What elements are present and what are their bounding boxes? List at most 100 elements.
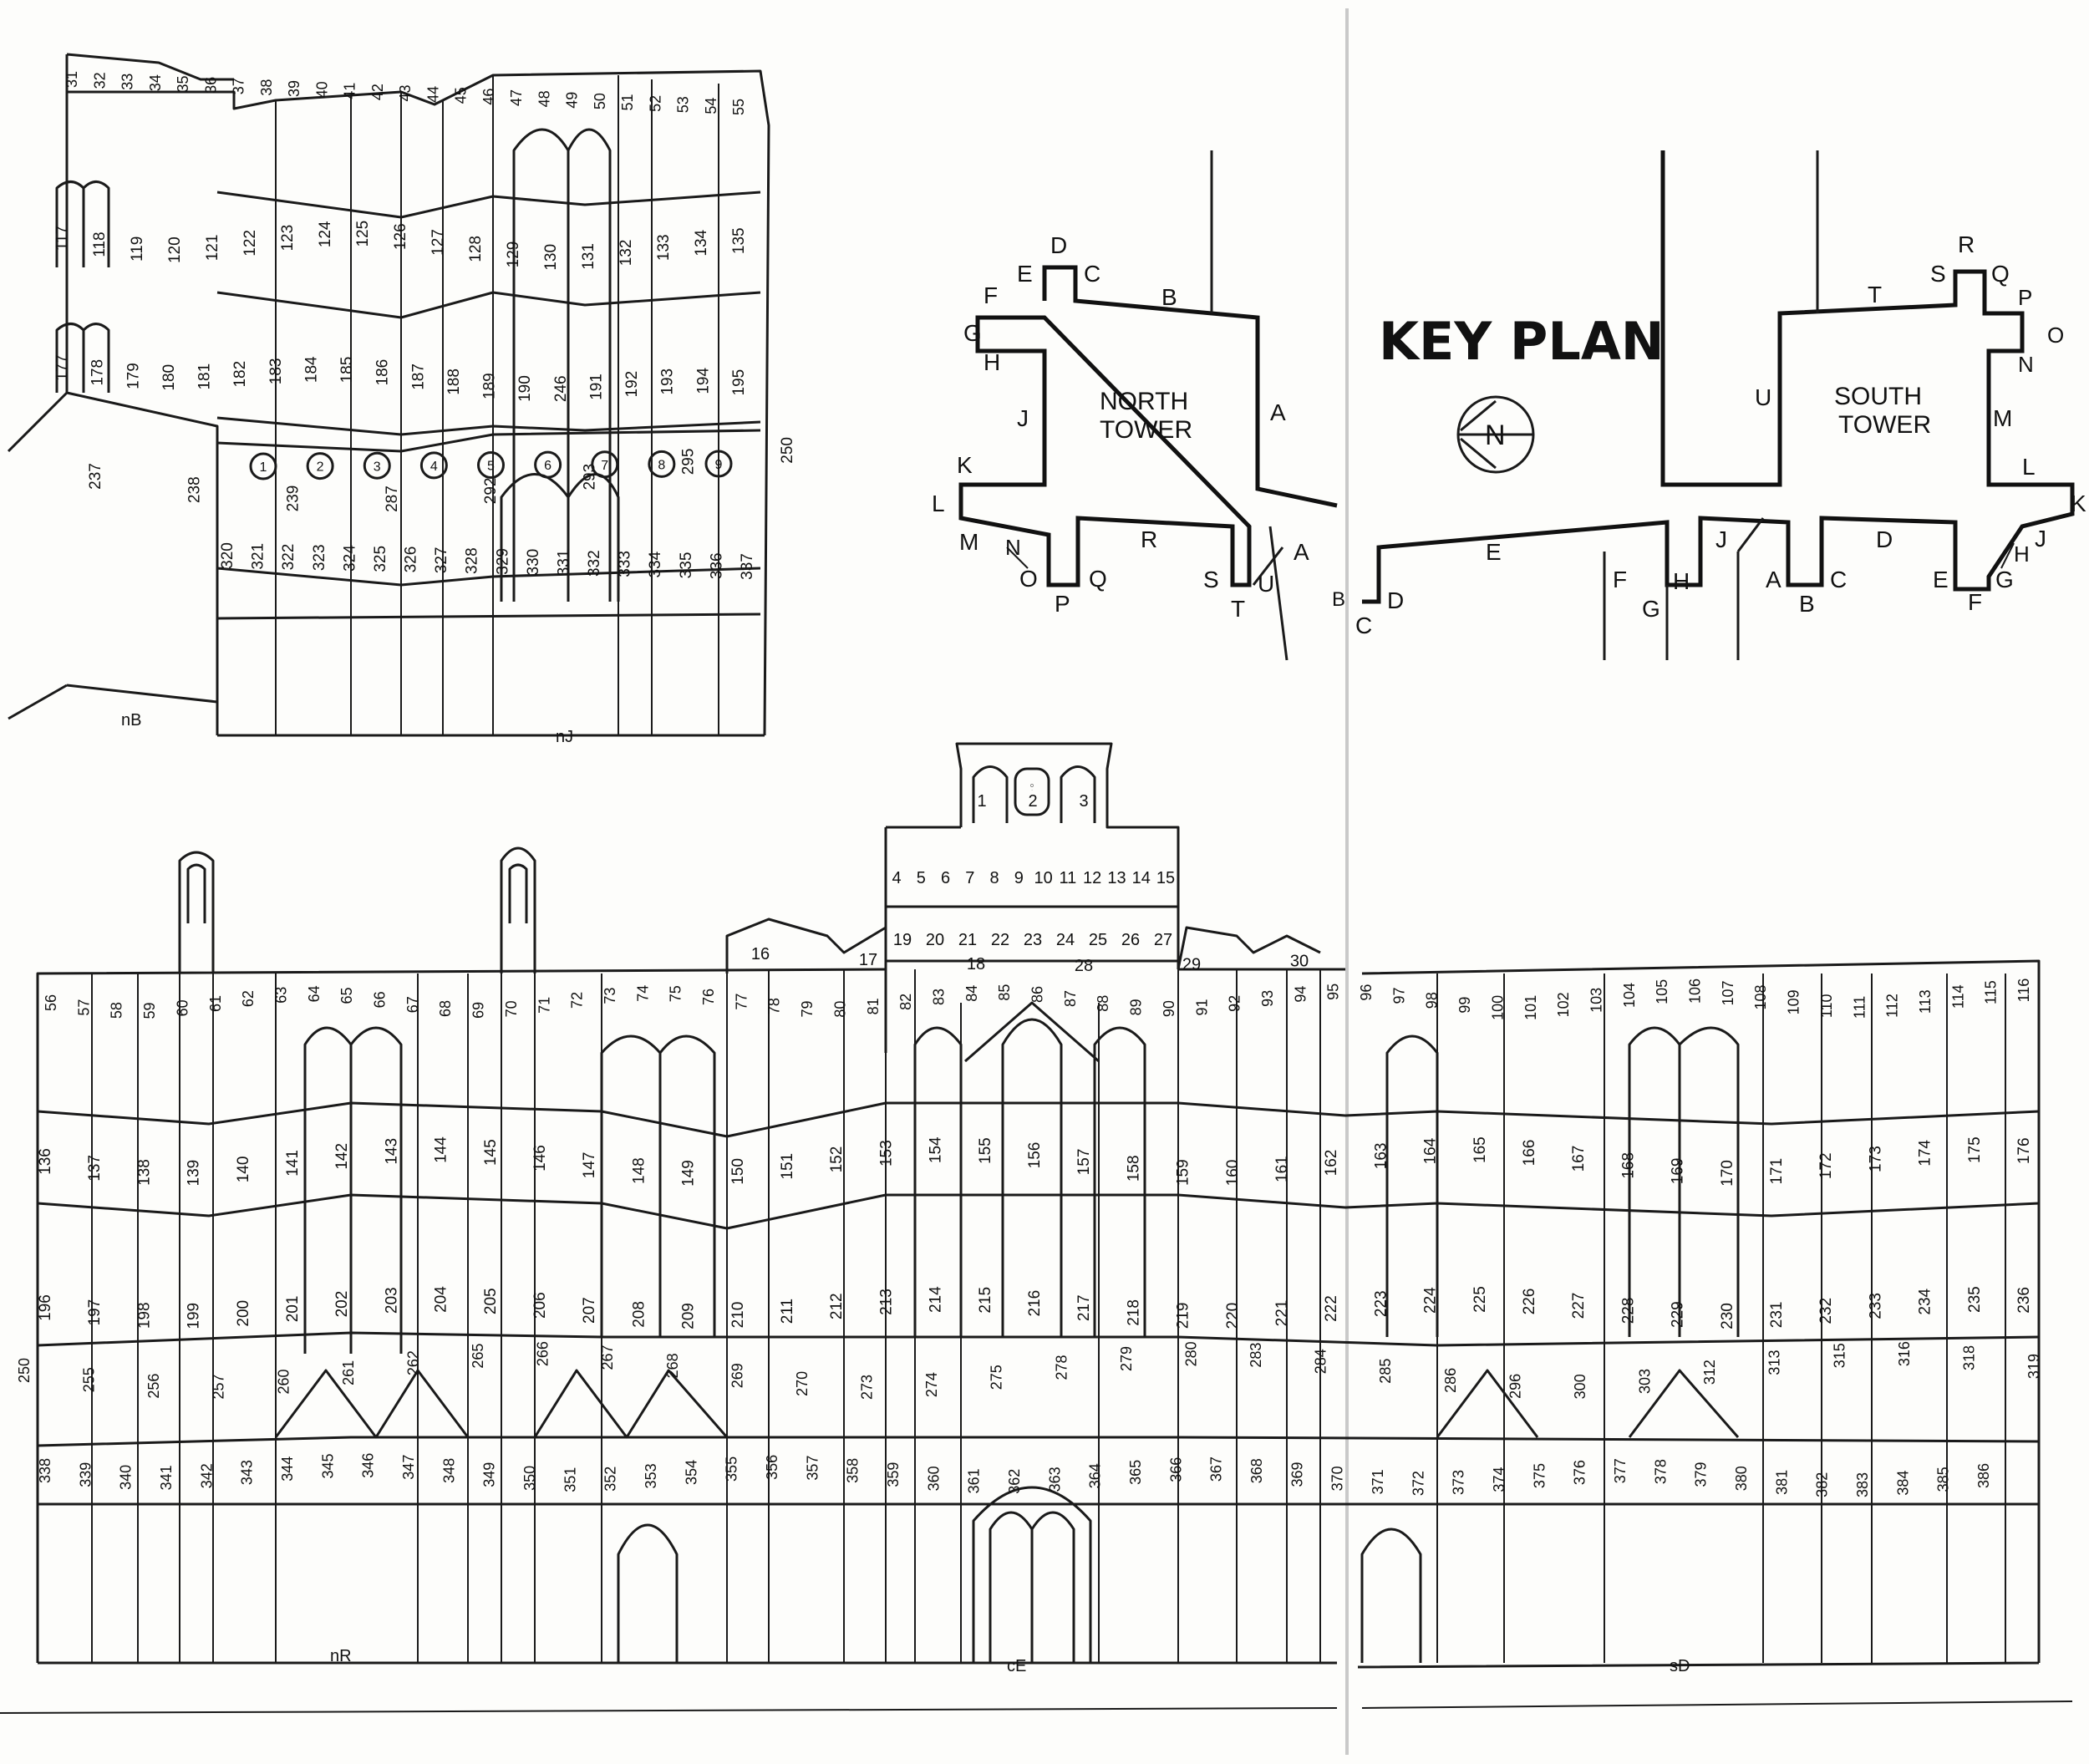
upper-roundel: [648, 450, 676, 478]
lower-row3-label: 220: [1224, 1303, 1242, 1329]
lower-row2-label: 140: [235, 1157, 252, 1183]
upper-row2-label: 125: [354, 221, 372, 247]
upper-row2-label: 134: [693, 229, 710, 256]
front-letter-b: B: [1332, 588, 1345, 611]
gable-mid-label: 28: [1075, 957, 1093, 975]
upper-row3-label: 195: [730, 369, 748, 396]
upper-quatrefoil-label: 237: [87, 463, 104, 490]
north-letter-f: F: [984, 282, 998, 308]
lower-top-label: 64: [306, 985, 323, 1002]
upper-row2-label: 120: [166, 236, 184, 263]
upper-row3-label: 184: [302, 356, 320, 383]
lower-bottom-label: 346: [360, 1453, 377, 1478]
lower-bottom-label: 378: [1652, 1459, 1669, 1484]
lower-row3-label: 211: [779, 1299, 796, 1324]
central-top-label: 9: [1014, 869, 1024, 887]
upper-roundel: [477, 451, 505, 479]
lower-top-label: 56: [43, 994, 59, 1011]
upper-quatrefoil-label: 292: [482, 478, 500, 505]
upper-row2-label: 133: [655, 234, 673, 261]
lower-top-label: 107: [1720, 980, 1736, 1005]
lower-top-label: 97: [1390, 987, 1407, 1004]
south-letter-d: D: [1876, 526, 1893, 552]
front-letters: A B C D E F G H J: [1294, 526, 1727, 638]
gable-hidden-label: 1: [1032, 790, 1033, 791]
upper-bottom-label: 332: [586, 550, 603, 577]
gable-left-tops: [725, 918, 887, 974]
central-top-label: 14: [1132, 869, 1151, 887]
upper-row2-label: 126: [392, 223, 409, 250]
page-bottom-edge-left: [0, 1707, 1338, 1714]
section-label-sd: sD: [1670, 1657, 1690, 1675]
lower-lancet-1: [303, 1026, 353, 1354]
upper-row3-label: 192: [623, 371, 641, 398]
upper-band-6: [216, 613, 761, 620]
lower-top-label: 87: [1062, 990, 1079, 1007]
lower-arcade-label: 318: [1960, 1345, 1977, 1370]
lower-top-label: 113: [1917, 989, 1934, 1014]
lower-row3-label: 229: [1670, 1301, 1687, 1328]
upper-top-label: 45: [453, 87, 470, 104]
lower-bottom-label: 355: [724, 1456, 740, 1482]
lower-top-label: 100: [1489, 995, 1506, 1020]
upper-row2-label: 127: [429, 229, 447, 256]
north-letter-j: J: [1017, 405, 1029, 431]
lower-row3-label: 223: [1372, 1290, 1390, 1317]
lower-arcade-label: 256: [145, 1374, 162, 1399]
lower-row2-label: 144: [433, 1136, 450, 1163]
south-h-diag: [2000, 542, 2015, 569]
gable-roundel: [1014, 767, 1050, 816]
lower-bottom-label: 384: [1894, 1471, 1911, 1496]
south-letter-t: T: [1868, 282, 1882, 308]
upper-bottom-label: 337: [739, 553, 756, 580]
lower-top-label: 116: [2015, 979, 2032, 1003]
north-letter-t: T: [1231, 596, 1245, 622]
lower-top-label: 95: [1325, 984, 1342, 1000]
south-letter-b: B: [1799, 591, 1815, 617]
lower-bottom-label: 365: [1127, 1460, 1144, 1485]
south-tower-outline: [1362, 150, 2075, 604]
lower-bottom-label: 367: [1208, 1456, 1225, 1482]
arcade-gablets: [274, 1369, 1740, 1439]
lower-arcade-label: 285: [1377, 1359, 1394, 1384]
front-letter-c: C: [1355, 613, 1372, 638]
upper-quatrefoil-label: 238: [186, 476, 203, 503]
lower-row3-label: 224: [1422, 1287, 1440, 1314]
lower-top-label: 85: [996, 984, 1013, 1001]
upper-row3-label: 191: [587, 374, 605, 400]
lower-bottom-label: 379: [1693, 1462, 1710, 1487]
upper-bottom-label: 324: [341, 545, 358, 572]
lower-bottom-label: 362: [1006, 1469, 1023, 1494]
lower-row2-label: 138: [135, 1159, 153, 1186]
gable-mid-label: 30: [1290, 952, 1309, 970]
upper-label: 3: [374, 460, 381, 474]
upper-label: 6: [544, 459, 551, 473]
lower-bottom-label: 385: [1935, 1467, 1952, 1492]
lower-top-label: 77: [733, 994, 750, 1010]
key-plan: KEY PLAN N NORTH TOWER SOUTH TOWER A B C…: [932, 150, 2086, 661]
lower-row3-label: 235: [1966, 1286, 1984, 1313]
lower-row3-label: 204: [433, 1286, 450, 1313]
south-letter-u: U: [1755, 384, 1771, 410]
north-letter-h: H: [984, 349, 1000, 375]
upper-row2-label: 117: [53, 226, 71, 251]
north-letter-u: U: [1258, 571, 1274, 597]
gable-mid-label: 29: [1182, 955, 1201, 974]
lower-top-label: 103: [1588, 988, 1604, 1013]
north-letter-e: E: [1017, 261, 1033, 287]
lower-top-label: 94: [1292, 986, 1309, 1003]
lower-row3-label: 209: [680, 1303, 698, 1329]
upper-roundel: [306, 452, 334, 480]
south-tower-label-1: SOUTH: [1834, 383, 1922, 410]
lower-bottom-label: 371: [1370, 1469, 1386, 1494]
upper-bottom-label: 330: [525, 549, 542, 576]
south-front-diag: [1736, 517, 1765, 552]
north-tower-outline: [958, 265, 1338, 587]
lower-row3-label: 230: [1719, 1303, 1736, 1329]
lower-bottom-label: 375: [1531, 1463, 1548, 1488]
lower-top-label: 82: [897, 994, 914, 1010]
lower-bottom-label: 382: [1814, 1472, 1831, 1497]
lower-top-label: 112: [1884, 994, 1901, 1018]
lower-top-label: 91: [1193, 999, 1210, 1015]
lower-bottom-label: 380: [1733, 1466, 1750, 1491]
